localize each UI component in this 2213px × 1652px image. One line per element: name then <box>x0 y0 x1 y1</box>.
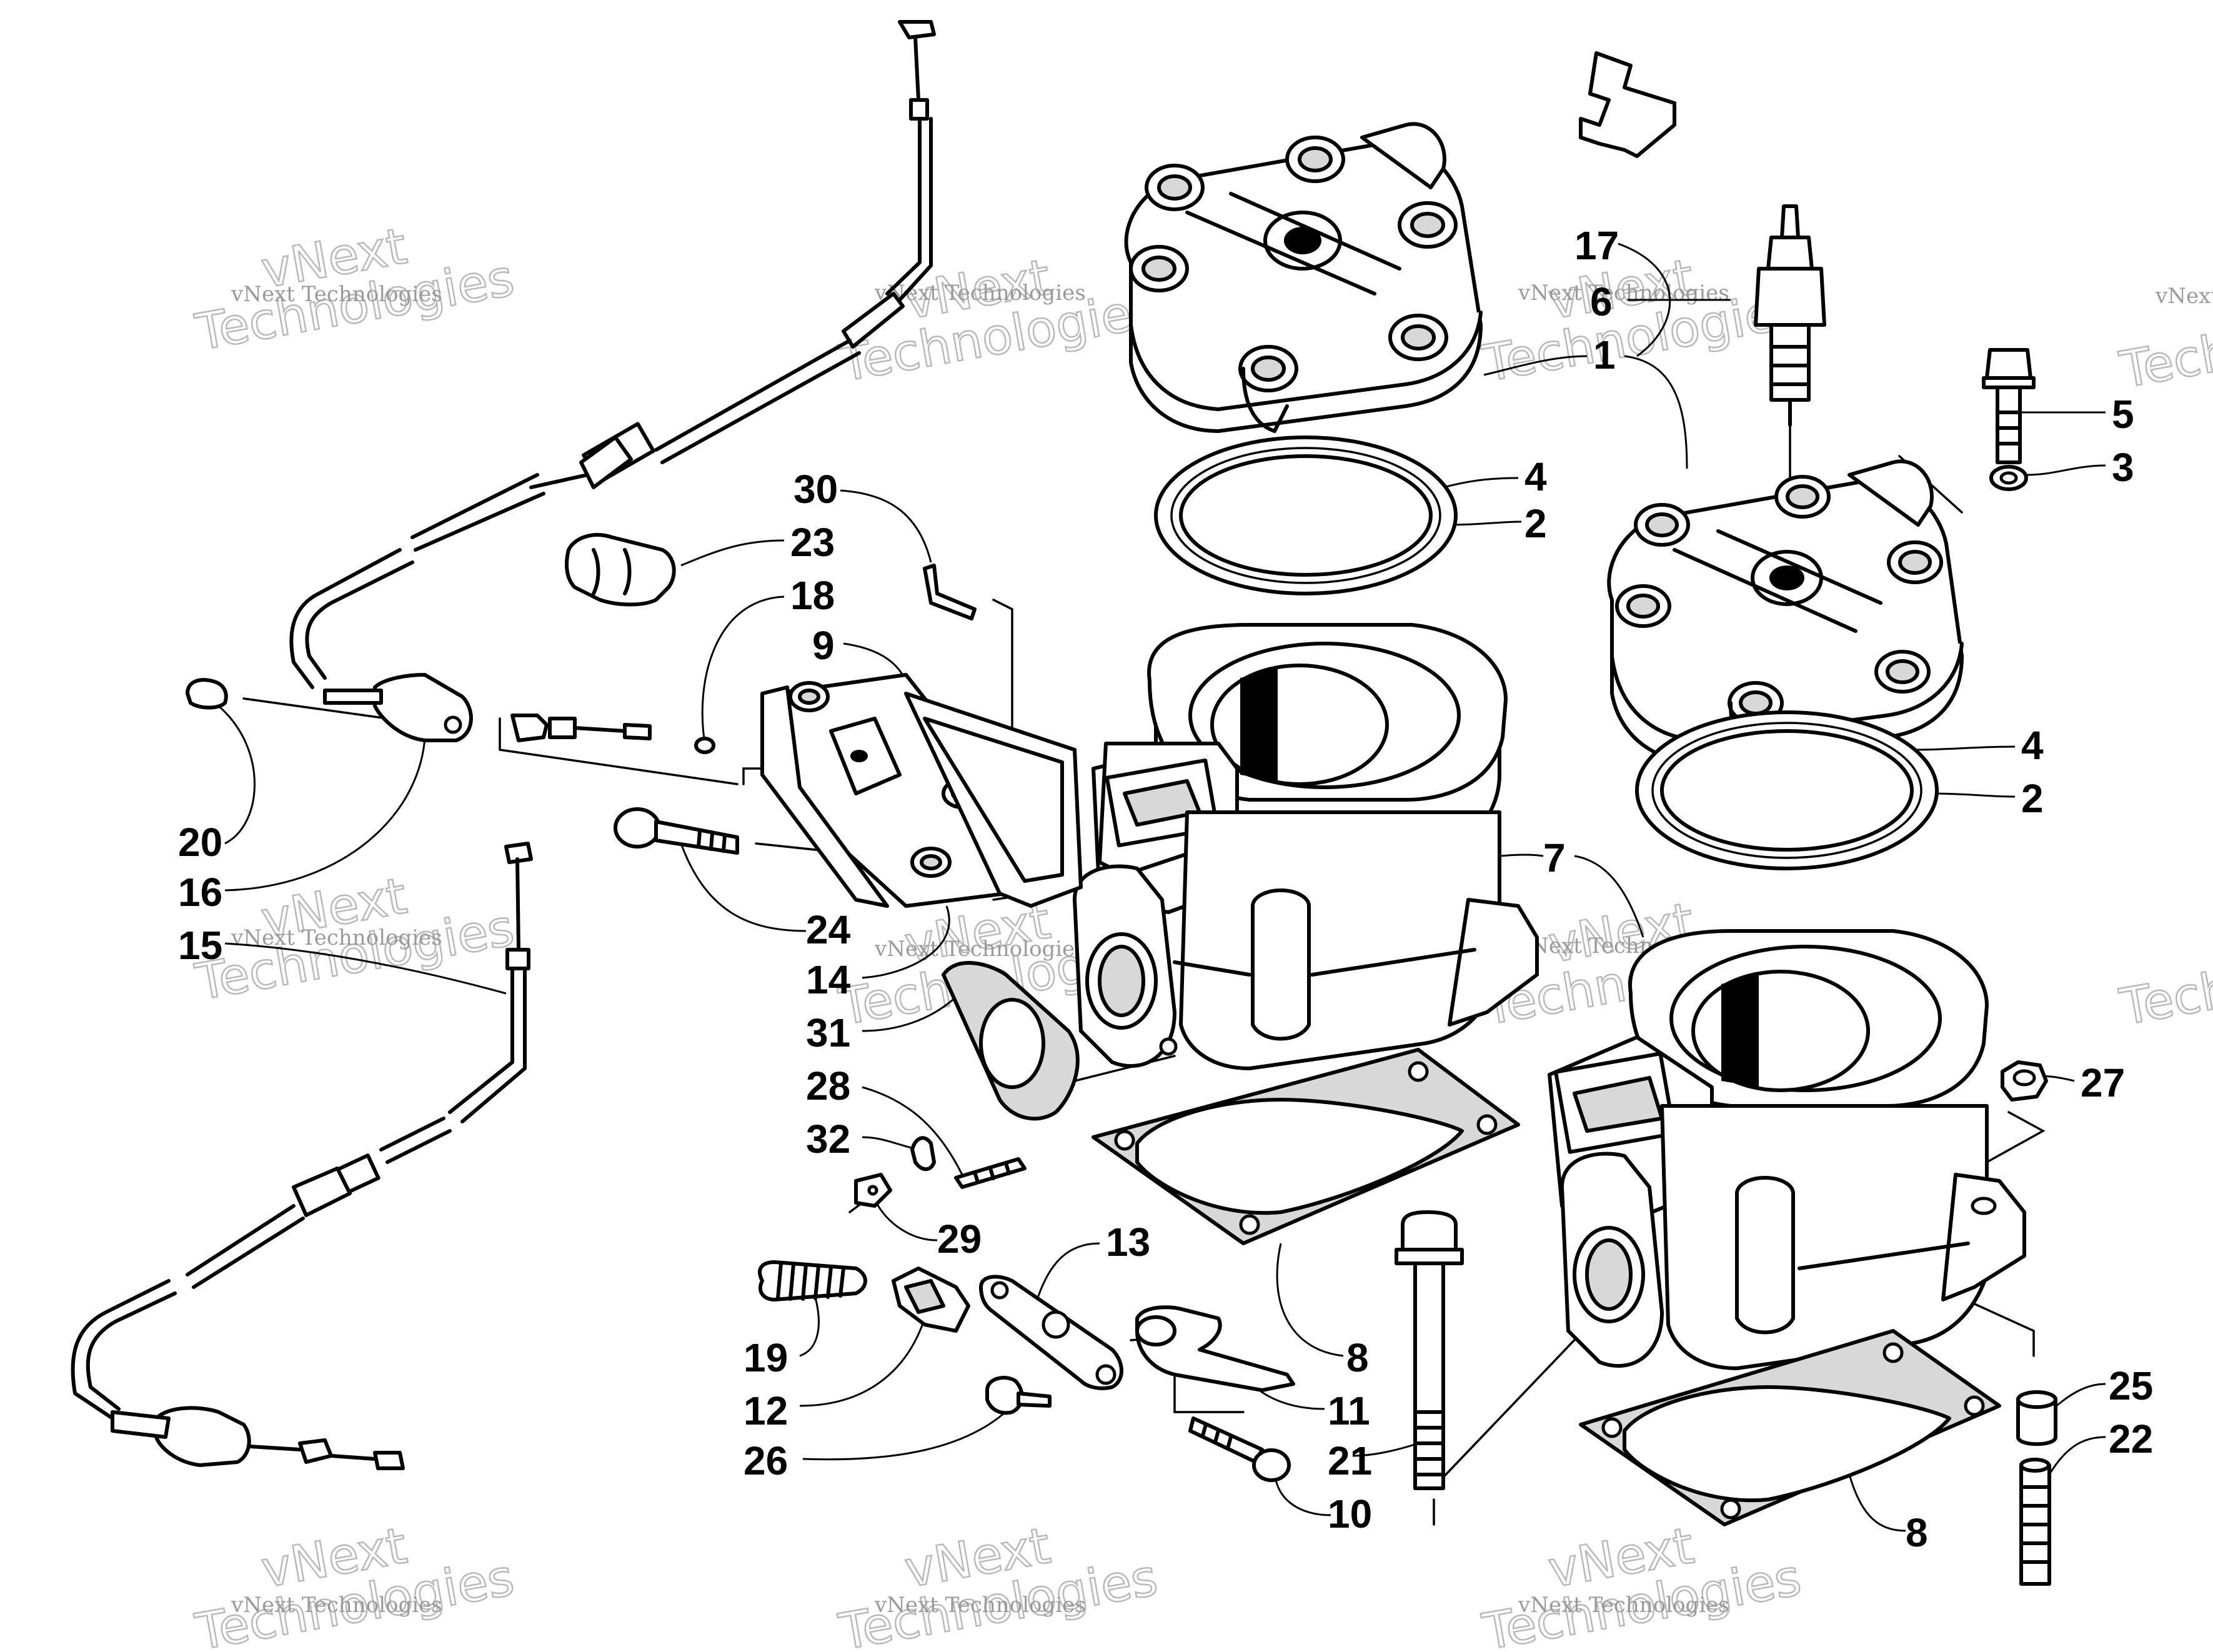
callout-19: 19 <box>743 1335 788 1380</box>
watermark-caption: vNext Technologies <box>874 937 1086 962</box>
cylinder-head-lower <box>1607 459 1964 767</box>
callout-4-upper: 4 <box>1524 454 1547 499</box>
callout-23: 23 <box>790 520 835 565</box>
nut-29 <box>854 1173 892 1208</box>
head-gasket-ring-upper <box>1154 435 1458 595</box>
valve-11 <box>1135 1305 1295 1392</box>
spacer-25 <box>2016 1390 2057 1446</box>
cylinder-lower <box>1548 929 2026 1370</box>
callout-22: 22 <box>2109 1416 2153 1461</box>
callout-15: 15 <box>178 923 222 968</box>
callout-29: 29 <box>937 1217 982 1261</box>
callout-26: 26 <box>743 1438 788 1483</box>
callout-21: 21 <box>1328 1438 1372 1483</box>
nut-27 <box>2001 1060 2048 1102</box>
washer-3 <box>1989 465 2028 491</box>
callout-28: 28 <box>806 1063 850 1108</box>
bolt-26 <box>985 1376 1052 1415</box>
callout-9: 9 <box>812 623 835 668</box>
callout-8-upper: 8 <box>1346 1335 1369 1380</box>
stud-28 <box>954 1157 1027 1189</box>
nut-20 <box>186 678 228 710</box>
callout-1: 1 <box>1593 332 1616 377</box>
cable-ferrule <box>909 98 929 121</box>
bolt-24 <box>614 807 739 855</box>
callout-8-lower: 8 <box>1906 1510 1928 1555</box>
watermark-caption: vNext Technologies <box>1518 1593 1729 1618</box>
watermark-caption: vNext Technologies <box>874 1593 1086 1618</box>
hose-30 <box>923 564 977 620</box>
callout-10: 10 <box>1328 1491 1372 1536</box>
callout-17: 17 <box>1574 223 1619 268</box>
callout-27: 27 <box>2081 1060 2125 1105</box>
exhaust-gasket-31 <box>942 961 1080 1121</box>
callout-6: 6 <box>1590 279 1613 324</box>
base-gasket-upper <box>1092 1048 1520 1245</box>
spacer-23 <box>565 533 676 607</box>
callout-2-lower: 2 <box>2021 776 2044 821</box>
watermark-caption: vNext Technologies <box>231 1593 442 1618</box>
callout-11: 11 <box>1328 1388 1370 1433</box>
stud-22 <box>2019 1458 2051 1586</box>
watermark-caption: vNext Technologies <box>1518 281 1729 306</box>
callout-16: 16 <box>178 870 222 915</box>
bracket-17 <box>1579 51 1676 158</box>
linkage-12 <box>892 1266 970 1333</box>
callout-12: 12 <box>743 1388 788 1433</box>
screw-10 <box>1188 1416 1291 1482</box>
callout-13: 13 <box>1106 1220 1150 1265</box>
callout-25: 25 <box>2109 1363 2153 1408</box>
upper-cable-assembly <box>186 20 936 750</box>
bolt-21 <box>1395 1210 1464 1490</box>
base-gasket-lower <box>1579 1329 2001 1526</box>
washer-32 <box>910 1136 936 1172</box>
cylinder-upper <box>1073 623 1539 1070</box>
watermark-caption: vNext Technologies <box>2155 284 2213 309</box>
reed-gasket-14 <box>904 692 1083 908</box>
callout-5: 5 <box>2112 392 2134 437</box>
callout-3: 3 <box>2112 445 2134 490</box>
callout-20: 20 <box>178 820 222 865</box>
callout-31: 31 <box>806 1010 850 1055</box>
spark-plug <box>1754 204 1826 427</box>
o-ring-18 <box>694 737 715 754</box>
callout-32: 32 <box>806 1117 850 1162</box>
head-bolt-5 <box>1982 348 2036 464</box>
callout-30: 30 <box>793 467 838 512</box>
callout-14: 14 <box>806 957 851 1002</box>
watermark-caption: vNext Technologies <box>874 281 1086 306</box>
spring-19 <box>758 1260 867 1301</box>
callout-2-upper: 2 <box>1524 501 1547 546</box>
callout-24: 24 <box>806 907 851 952</box>
lever-13 <box>979 1275 1123 1390</box>
lower-cable-assembly <box>71 842 533 1470</box>
cable-end-barrel <box>898 20 936 39</box>
leader-lines <box>218 242 2106 1532</box>
head-gasket-ring-lower <box>1635 710 1939 870</box>
callout-7: 7 <box>1543 835 1566 880</box>
watermark-caption: vNext Technologies <box>231 282 442 307</box>
watermark-line2: Technologies <box>2116 923 2213 1037</box>
callout-18: 18 <box>790 573 835 618</box>
callout-labels: 17 6 1 5 3 4 2 30 23 18 9 4 2 20 16 7 24… <box>178 223 2153 1555</box>
cylinder-head-upper <box>1124 122 1483 433</box>
callout-4-lower: 4 <box>2021 723 2044 768</box>
